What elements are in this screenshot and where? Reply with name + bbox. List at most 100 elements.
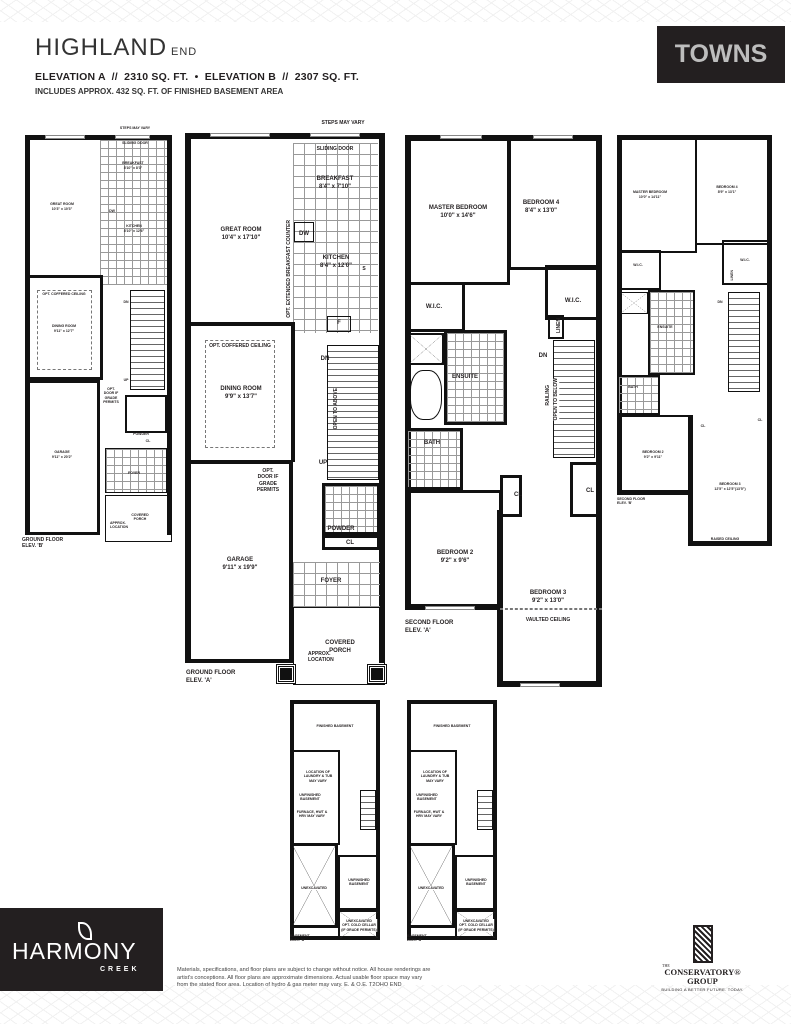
bedroom-2-label: BEDROOM 2 — [436, 550, 474, 556]
bedroom-2-label: BEDROOM 2 — [642, 450, 664, 454]
great-room-dim: 10'3" x 10'3" — [51, 207, 73, 211]
closet-label: CL — [757, 418, 763, 422]
bedroom-3-dim: 12'5" x 12'5"(13'5") — [714, 487, 746, 491]
covered-porch-label: COVERED PORCH — [131, 513, 149, 522]
garage-label: GARAGE — [226, 557, 254, 563]
closet-label: CL — [346, 540, 354, 546]
closet-label: CL — [514, 492, 522, 498]
leaf-icon — [78, 922, 92, 940]
conservatory-group-logo: THE CONSERVATORY® GROUP BUILDING A BETTE… — [650, 925, 755, 1000]
builder-tagline: BUILDING A BETTER FUTURE. TODAY. — [661, 987, 744, 992]
linen-label: LINEN — [730, 270, 734, 281]
bedroom-4-dim: 8'9" x 13'1" — [717, 190, 737, 194]
steps-may-vary-label: STEPS MAY VARY — [119, 126, 151, 130]
kitchen-dim: 8'10" x 12'6" — [123, 229, 145, 233]
kitchen-label: KITCHEN — [126, 224, 142, 228]
breakfast-dim: 8'10" x 8'3" — [123, 166, 143, 170]
garage-label: GARAGE — [54, 450, 70, 454]
linen-label: LINEN — [556, 318, 562, 333]
foyer-label: FOYER — [127, 471, 141, 475]
unfinished-basement-label: UNFINISHED BASEMENT — [465, 878, 487, 887]
bedroom-3-label: BEDROOM 3 — [719, 482, 741, 486]
unexcavated-label: UNEXCAVATED — [301, 886, 327, 891]
bedroom-3-label: BEDROOM 3 — [529, 590, 567, 596]
sliding-door-label: SLIDING DOOR — [122, 141, 148, 145]
harmony-creek-logo: HARMONY CREEK — [0, 908, 163, 991]
great-room-label: GREAT ROOM — [50, 202, 74, 206]
unfinished-basement-label: UNFINISHED BASEMENT — [348, 878, 370, 887]
elevation-sqft: ELEVATION A // 2310 SQ. FT. • ELEVATION … — [35, 71, 359, 83]
bath-label: BATH — [423, 440, 441, 446]
unfinished-basement-label: UNFINISHED BASEMENT — [416, 793, 438, 802]
ensuite-label: ENSUITE — [451, 374, 479, 380]
kitchen-label: KITCHEN — [322, 255, 350, 261]
stairs-down-label: DN — [123, 300, 129, 304]
bedroom-3-dim: 9'2" x 13'0" — [532, 598, 564, 604]
stairs-down-label: DN — [320, 356, 330, 362]
plan-caption: SECOND FLOOR ELEV. 'B' — [617, 497, 646, 506]
cold-cellar-label: UNEXCAVATED OPT. COLD CELLAR (IF GRADE P… — [458, 919, 494, 933]
ensuite-label: ENSUITE — [657, 325, 673, 329]
breakfast-dim: 8'4" x 7'10" — [319, 184, 351, 190]
plan-caption: GROUND FLOOR ELEV. 'B' — [22, 537, 64, 550]
closet-label: CL — [700, 424, 706, 428]
closet-label: CL — [586, 488, 594, 494]
unfinished-basement-label: UNFINISHED BASEMENT — [299, 793, 321, 802]
steps-may-vary-label: STEPS MAY VARY — [321, 120, 365, 126]
finished-basement-label: FINISHED BASEMENT — [316, 724, 354, 728]
unexcavated-label: UNEXCAVATED — [418, 886, 444, 891]
brand-name: HARMONY — [12, 938, 137, 964]
sink-label: S — [362, 266, 366, 272]
plan-caption: GROUND FLOOR ELEV. 'A' — [186, 670, 236, 684]
master-bedroom-dim: 10'0" x 14'11" — [638, 195, 662, 199]
plan-caption: BASEMENT ELEV. 'B' — [407, 934, 427, 943]
laundry-label: LOCATION OF LAUNDRY & TUB MAY VARY — [303, 770, 333, 783]
meter-location-label: APPROX. LOCATION — [308, 651, 334, 664]
railing-label: RAILING — [545, 385, 551, 406]
builder-name: CONSERVATORY® — [664, 967, 741, 977]
model-suffix: END — [171, 46, 198, 58]
dining-room-label: DINING ROOM — [220, 386, 262, 392]
master-bedroom-label: MASTER BEDROOM — [428, 205, 488, 211]
furnace-label: FURNACE, HWT & HRV MAY VARY — [296, 810, 328, 819]
wic-right-label: W.I.C. — [740, 258, 750, 262]
brand-sub: CREEK — [100, 966, 140, 973]
builder-the: THE — [662, 963, 670, 968]
background-pattern-top — [0, 0, 791, 22]
garage-dim: 9'11" x 19'9" — [222, 565, 258, 571]
breakfast-counter-label: OPT. EXTENDED BREAKFAST COUNTER — [285, 220, 292, 318]
dining-room-dim: 9'9" x 13'7" — [225, 394, 257, 400]
stairs-down-label: DN — [538, 353, 548, 359]
laundry-label: LOCATION OF LAUNDRY & TUB MAY VARY — [420, 770, 450, 783]
opt-door-label: OPT. DOOR IF GRADE PERMITS — [256, 468, 280, 493]
breakfast-label: BREAKFAST — [316, 176, 354, 182]
powder-label: POWDER — [133, 432, 149, 436]
bedroom-2-dim: 9'2" x 9'11" — [643, 455, 663, 459]
stairs-up-label: UP — [123, 378, 129, 382]
stairs-down-label: DN — [717, 300, 723, 304]
great-room-label: GREAT ROOM — [220, 227, 262, 233]
finished-basement-label: FINISHED BASEMENT — [433, 724, 471, 728]
raised-ceiling-label: RAISED CEILING — [710, 537, 740, 541]
open-to-below-label: OPEN TO BELOW — [553, 378, 560, 421]
master-bedroom-label: MASTER BEDROOM — [632, 190, 668, 194]
dishwasher-label: DW — [299, 231, 309, 237]
wic-left-label: W.I.C. — [633, 263, 643, 267]
dining-room-dim: 9'11" x 12'7" — [53, 329, 75, 333]
covered-porch-label: COVERED PORCH — [325, 640, 355, 654]
open-to-above-label: OPEN TO ABOVE — [333, 388, 339, 430]
bedroom-2-dim: 9'2" x 9'6" — [440, 558, 470, 564]
coffered-ceiling-label: OPT. COFFERED CEILING — [42, 292, 86, 296]
breakfast-label: BREAKFAST — [122, 161, 144, 165]
plan-caption: SECOND FLOOR ELEV. 'A' — [405, 620, 454, 634]
coffered-ceiling-label: OPT. COFFERED CEILING — [209, 343, 271, 349]
bedroom-4-label: BEDROOM 4 — [716, 185, 738, 189]
towns-badge: TOWNS — [657, 26, 785, 83]
great-room-dim: 10'4" x 17'10" — [221, 235, 261, 241]
logo-mark-icon — [692, 925, 713, 963]
bath-label: BATH — [628, 385, 638, 389]
foyer-label: FOYER — [320, 578, 342, 584]
meter-location-label: APPROX. LOCATION — [110, 521, 129, 530]
plan-caption: BASEMENT ELEV. 'A' — [290, 934, 310, 943]
